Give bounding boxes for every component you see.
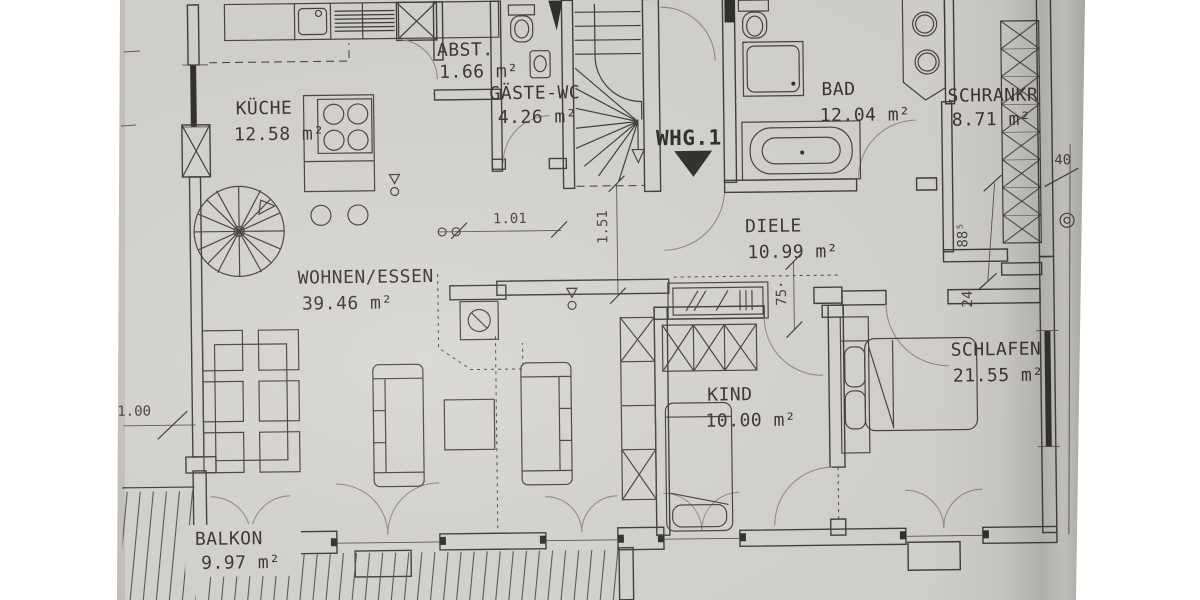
paper-sheen (117, 0, 1085, 600)
